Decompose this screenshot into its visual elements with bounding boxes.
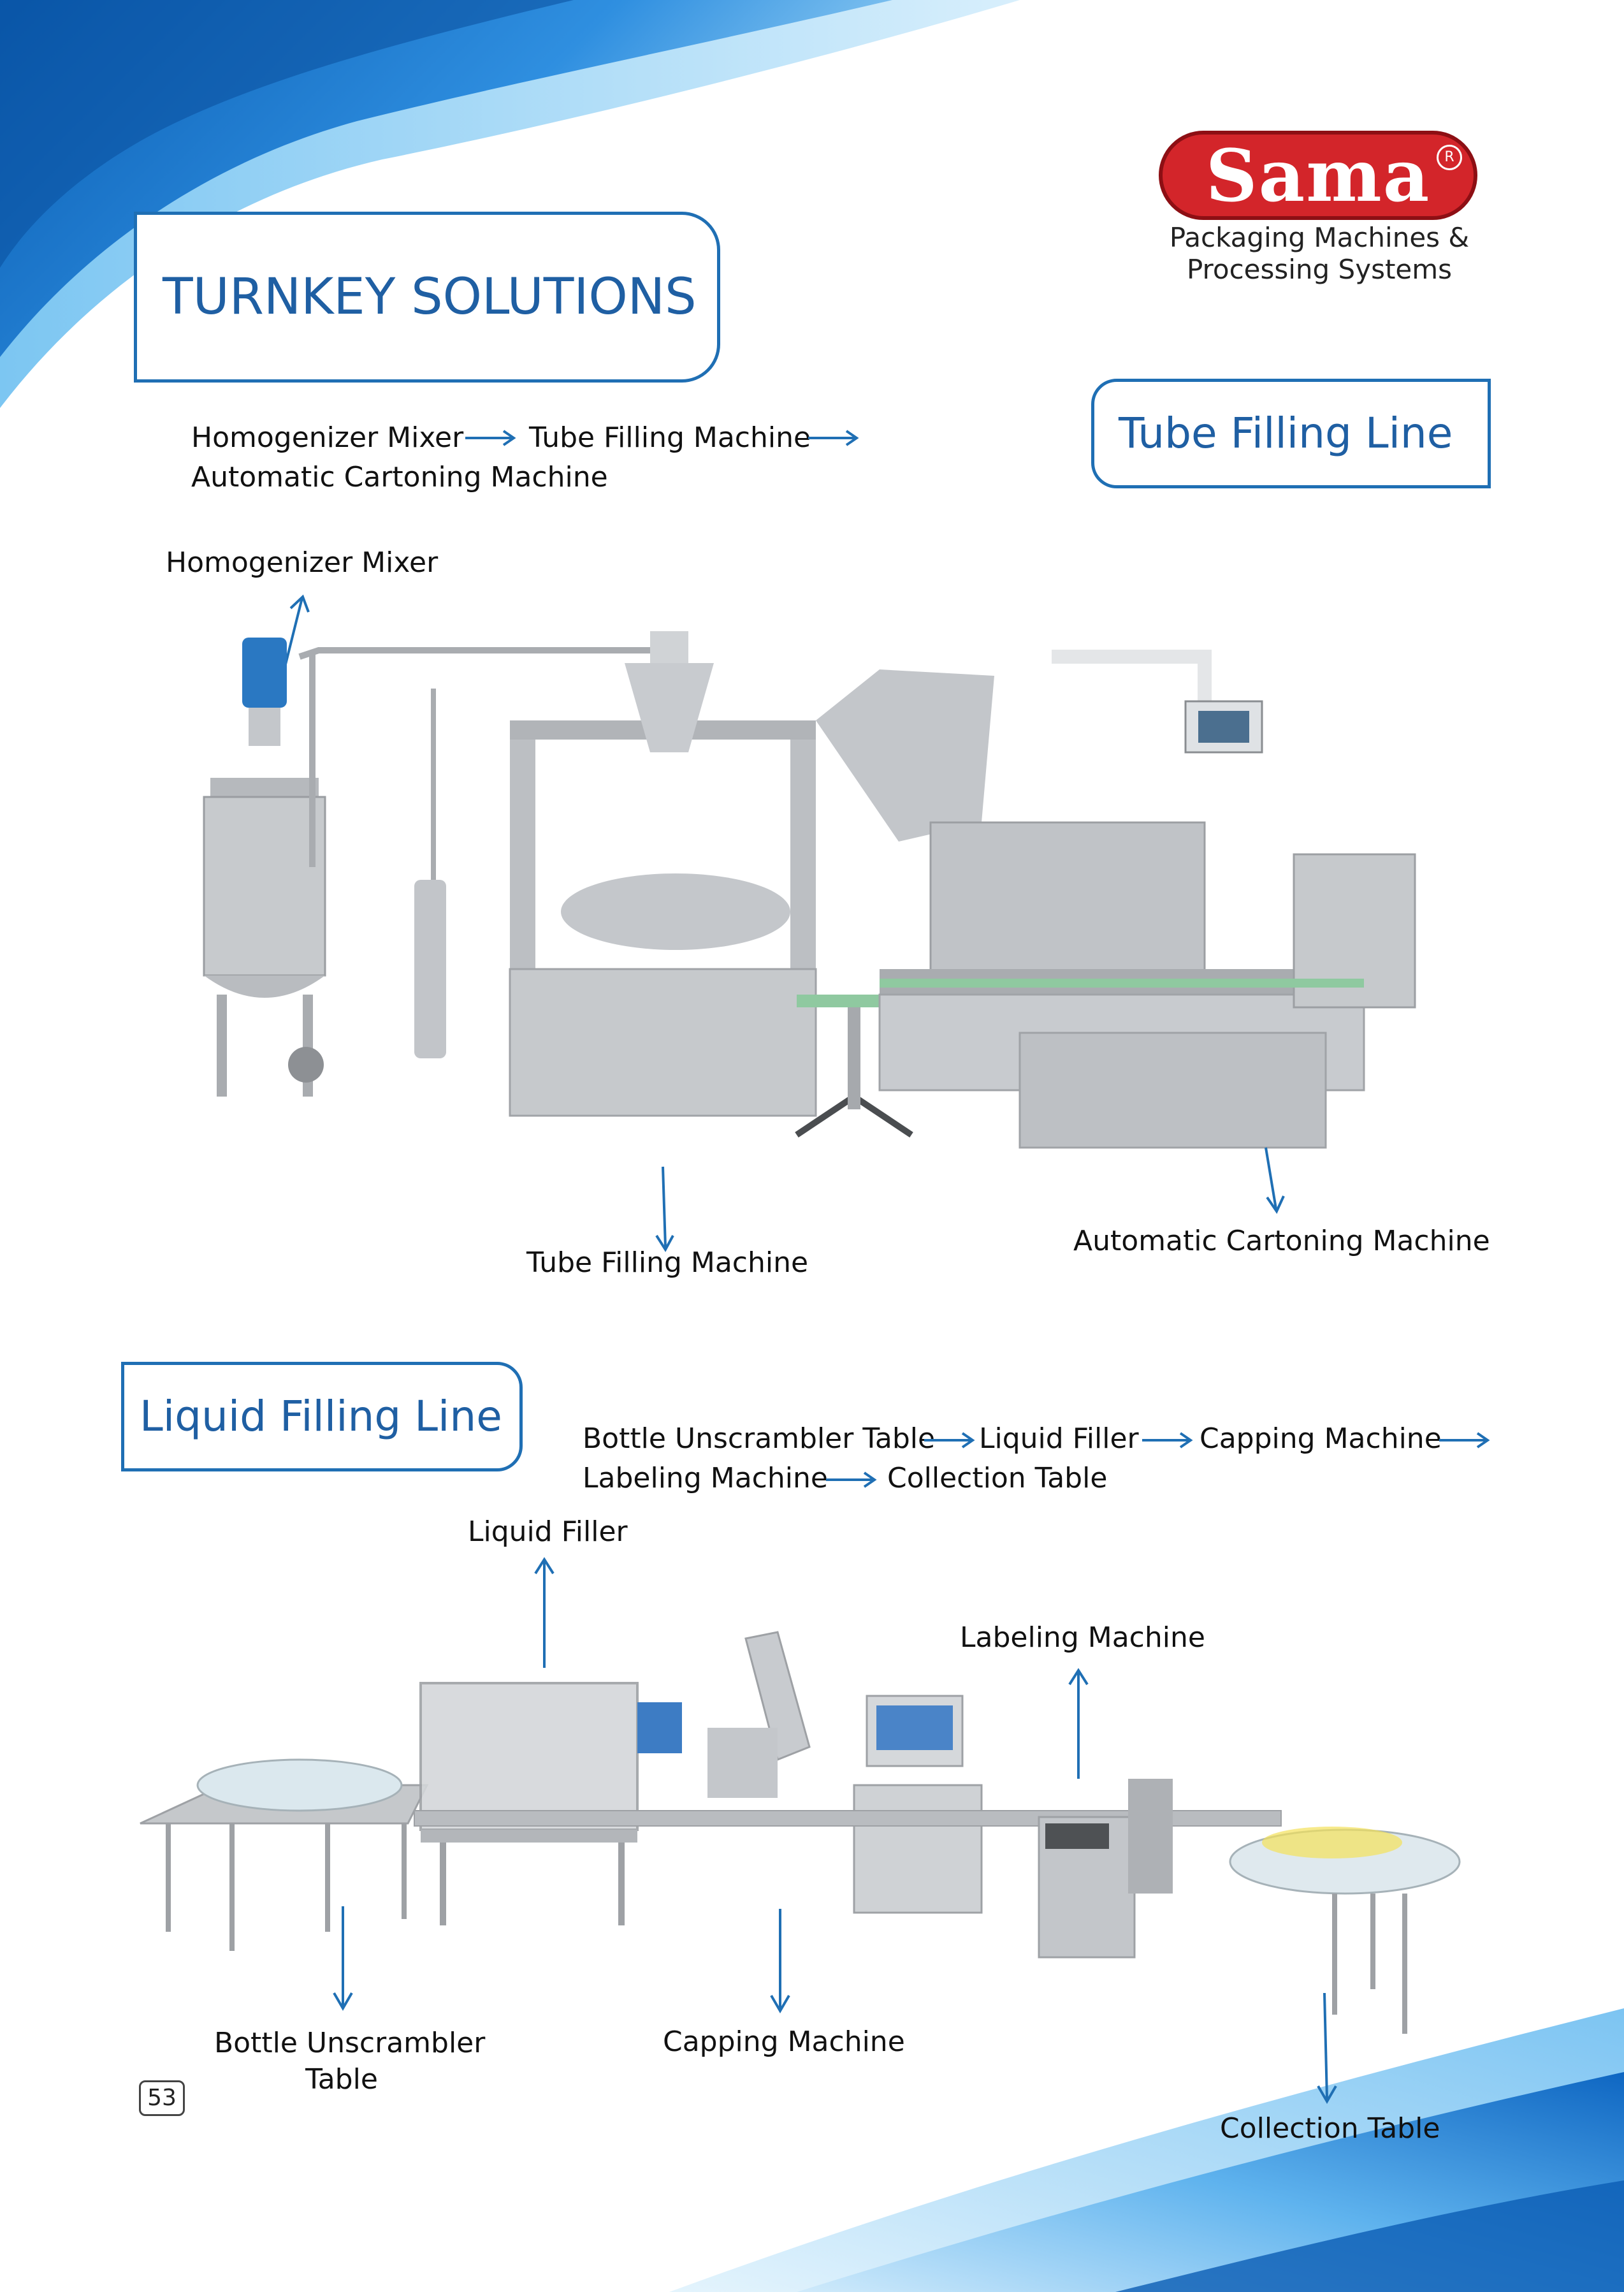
liquid-line-title: Liquid Filling Line xyxy=(140,1392,502,1441)
logo-wordmark: Sama xyxy=(1205,135,1431,218)
arrow-down-icon xyxy=(333,1906,353,2011)
section-title-box: TURNKEY SOLUTIONS xyxy=(134,212,720,383)
tagline-line-2: Processing Systems xyxy=(1186,254,1453,286)
liquid-filler-image xyxy=(419,1682,682,1925)
registered-mark: R xyxy=(1437,145,1462,170)
label-liquid-filler: Liquid Filler xyxy=(468,1515,628,1548)
company-logo: Sama R xyxy=(1159,131,1477,220)
company-tagline: Packaging Machines & Processing Systems xyxy=(1122,222,1517,286)
label-bottle-unscrambler-line-2: Table xyxy=(305,2063,378,2096)
label-homogenizer-mixer: Homogenizer Mixer xyxy=(166,546,439,579)
label-capping-machine: Capping Machine xyxy=(663,2026,905,2058)
homogenizer-mixer-image xyxy=(203,638,650,1097)
arrow-right-icon xyxy=(465,430,516,446)
bottle-unscrambler-table-image xyxy=(140,1758,429,1951)
liquid-flow-step-4: Labeling Machine xyxy=(583,1462,828,1494)
collection-table-image xyxy=(1229,1827,1461,2034)
label-automatic-cartoning-machine: Automatic Cartoning Machine xyxy=(1073,1225,1490,1257)
arrow-down-icon xyxy=(655,1166,674,1252)
capping-machine-image xyxy=(707,1631,983,1914)
arrow-right-icon xyxy=(1439,1432,1490,1449)
tube-flow-step-2: Tube Filling Machine xyxy=(529,421,811,454)
arrow-down-icon xyxy=(1317,1992,1337,2104)
tube-filling-machine-image xyxy=(509,631,994,1138)
tube-flow-step-1: Homogenizer Mixer xyxy=(191,421,464,454)
liquid-flow-step-5: Collection Table xyxy=(887,1462,1108,1494)
arrow-right-icon xyxy=(1142,1432,1193,1449)
arrow-up-icon xyxy=(1068,1668,1089,1779)
label-labeling-machine: Labeling Machine xyxy=(960,1621,1205,1654)
arrow-up-icon xyxy=(534,1557,555,1668)
liquid-flow-step-1: Bottle Unscrambler Table xyxy=(583,1422,936,1455)
page-number: 53 xyxy=(139,2080,185,2116)
label-bottle-unscrambler-table: Bottle Unscrambler Table xyxy=(214,2025,486,2098)
tube-line-title: Tube Filling Line xyxy=(1119,409,1453,458)
label-collection-table: Collection Table xyxy=(1220,2112,1440,2145)
liquid-flow-step-2: Liquid Filler xyxy=(979,1422,1139,1455)
liquid-flow-step-3: Capping Machine xyxy=(1200,1422,1442,1455)
label-bottle-unscrambler-line-1: Bottle Unscrambler xyxy=(214,2027,486,2059)
tagline-line-1: Packaging Machines & xyxy=(1169,222,1470,253)
arrow-down-icon xyxy=(770,1909,790,2013)
label-tube-filling-machine: Tube Filling Machine xyxy=(526,1246,809,1279)
labeling-machine-image xyxy=(1038,1779,1173,1959)
tube-line-title-box: Tube Filling Line xyxy=(1091,379,1491,488)
arrow-down-icon xyxy=(1265,1147,1285,1215)
arrow-right-icon xyxy=(808,430,859,446)
arrow-right-icon xyxy=(924,1432,975,1449)
arrow-right-icon xyxy=(826,1471,877,1488)
page-title: TURNKEY SOLUTIONS xyxy=(163,268,697,326)
tube-filling-line-illustration xyxy=(203,631,1416,1149)
tube-flow-step-3: Automatic Cartoning Machine xyxy=(191,461,608,493)
liquid-filling-line-illustration xyxy=(140,1631,1461,2034)
automatic-cartoning-machine-image xyxy=(878,650,1416,1149)
liquid-line-title-box: Liquid Filling Line xyxy=(121,1362,523,1471)
